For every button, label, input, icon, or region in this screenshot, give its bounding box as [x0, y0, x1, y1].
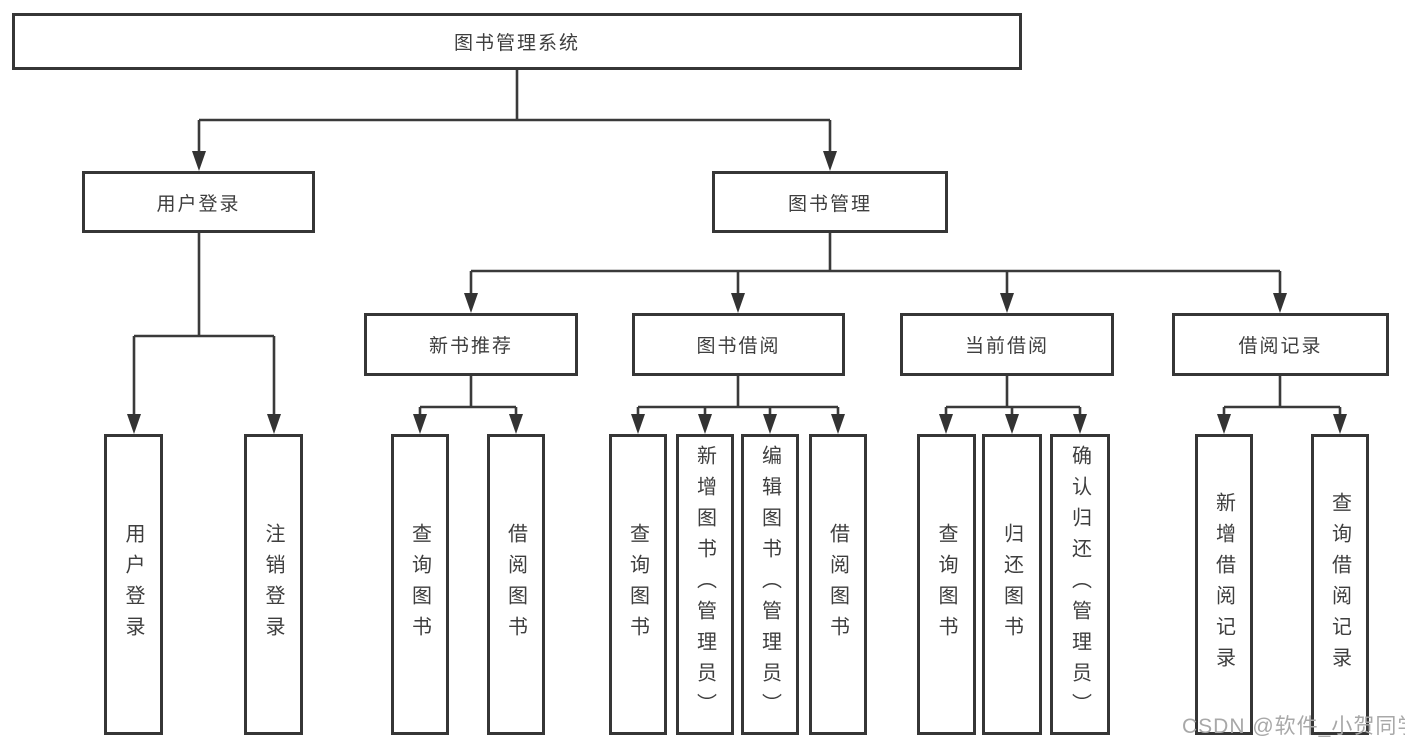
leaf-label: 查询图书: [626, 522, 649, 647]
leaf-borrow-borrow-books: 借阅图书: [809, 434, 867, 735]
node-user-login: 用户登录: [82, 171, 315, 233]
leaf-label: 新增借阅记录: [1212, 491, 1235, 678]
leaf-label: 新增图书（管理员）: [693, 445, 716, 724]
leaf-label: 注销登录: [262, 522, 284, 647]
node-borrowing-records: 借阅记录: [1172, 313, 1389, 376]
leaf-current-confirm-return-admin: 确认归还（管理员）: [1050, 434, 1110, 735]
leaf-label: 编辑图书（管理员）: [758, 445, 781, 724]
watermark: CSDN @软件_小贺同学: [1182, 715, 1405, 738]
leaf-borrow-query-books: 查询图书: [609, 434, 667, 735]
leaf-records-query-borrow-record: 查询借阅记录: [1311, 434, 1369, 735]
leaf-recommend-query-books: 查询图书: [391, 434, 449, 735]
node-book-management: 图书管理: [712, 171, 948, 233]
leaf-current-query-books: 查询图书: [917, 434, 976, 735]
leaf-label: 用户登录: [122, 522, 144, 647]
leaf-recommend-borrow-books: 借阅图书: [487, 434, 545, 735]
leaf-borrow-edit-books-admin: 编辑图书（管理员）: [741, 434, 799, 735]
leaf-label: 归还图书: [1000, 522, 1023, 647]
leaf-label: 查询图书: [408, 522, 431, 647]
node-current-borrowing: 当前借阅: [900, 313, 1114, 376]
leaf-label: 查询借阅记录: [1328, 491, 1351, 678]
leaf-label: 借阅图书: [826, 522, 849, 647]
node-book-borrowing: 图书借阅: [632, 313, 845, 376]
leaf-records-add-borrow-record: 新增借阅记录: [1195, 434, 1253, 735]
leaf-label: 查询图书: [935, 522, 957, 647]
leaf-label: 借阅图书: [504, 522, 527, 647]
leaf-current-return-books: 归还图书: [982, 434, 1042, 735]
leaf-logout: 注销登录: [244, 434, 303, 735]
leaf-borrow-add-books-admin: 新增图书（管理员）: [676, 434, 734, 735]
node-library-management-system: 图书管理系统: [12, 13, 1022, 70]
leaf-user-login: 用户登录: [104, 434, 163, 735]
leaf-label: 确认归还（管理员）: [1068, 445, 1091, 724]
node-new-book-recommendation: 新书推荐: [364, 313, 578, 376]
